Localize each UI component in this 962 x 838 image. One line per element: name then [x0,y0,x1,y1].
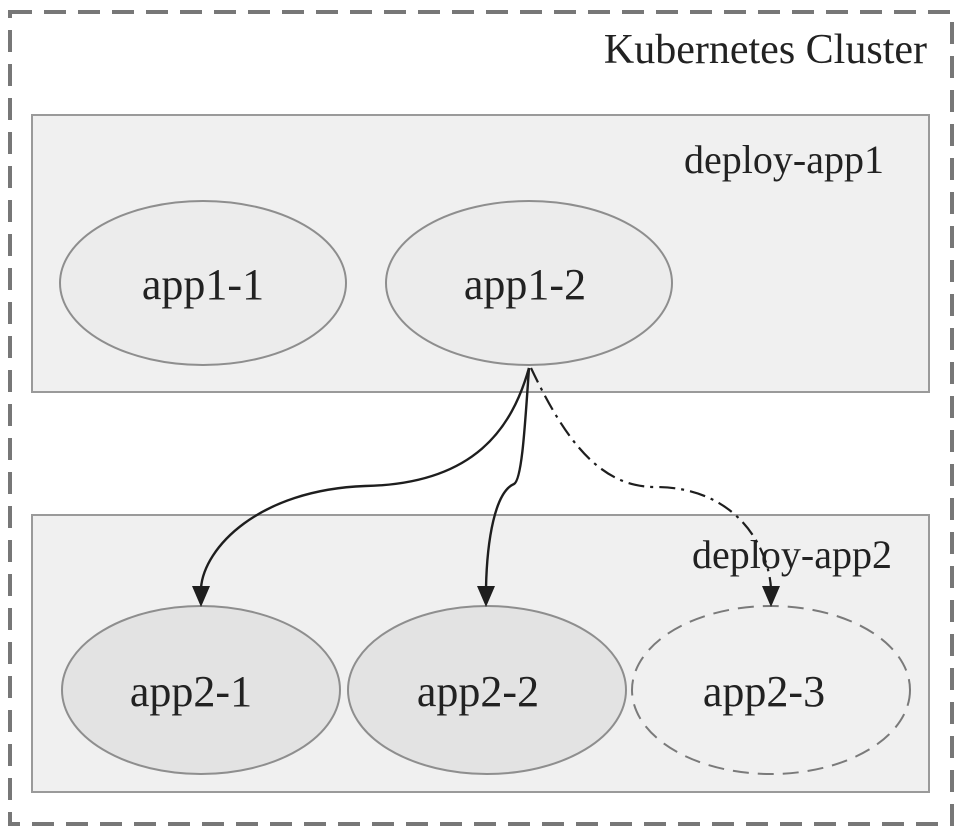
pod-node-app2-2: app2-2 [347,605,627,775]
pod-ellipse [385,200,673,366]
arrowhead-icon [762,586,780,607]
deployment-group-app1: deploy-app1 app1-1 app1-2 [31,114,930,393]
edge-app1-2-to-app2-1 [199,367,531,589]
deployment-label-app2: deploy-app2 [692,532,892,577]
pod-node-app1-1: app1-1 [59,200,347,366]
pod-node-app2-1: app2-1 [61,605,341,775]
pod-label: app1-2 [464,260,586,309]
edge-app1-2-to-app2-2 [484,367,531,589]
pod-ellipse [347,605,627,775]
deployment-label-app1: deploy-app1 [684,137,884,182]
edge-app1-2-to-app2-3 [530,367,773,589]
pod-label: app2-1 [130,667,252,716]
pod-ellipse [59,200,347,366]
pod-label: app1-1 [142,260,264,309]
arrowhead-icon [192,586,210,607]
pod-node-app2-3: app2-3 [631,605,911,775]
cluster-border [8,10,954,826]
cluster-title: Kubernetes Cluster [604,27,927,73]
arrowhead-icon [477,586,495,607]
pod-node-app1-2: app1-2 [385,200,673,366]
pod-label: app2-3 [703,667,825,716]
deployment-group-app2: deploy-app2 app2-1 app2-2 app2-3 [31,514,930,793]
pod-label: app2-2 [417,667,539,716]
